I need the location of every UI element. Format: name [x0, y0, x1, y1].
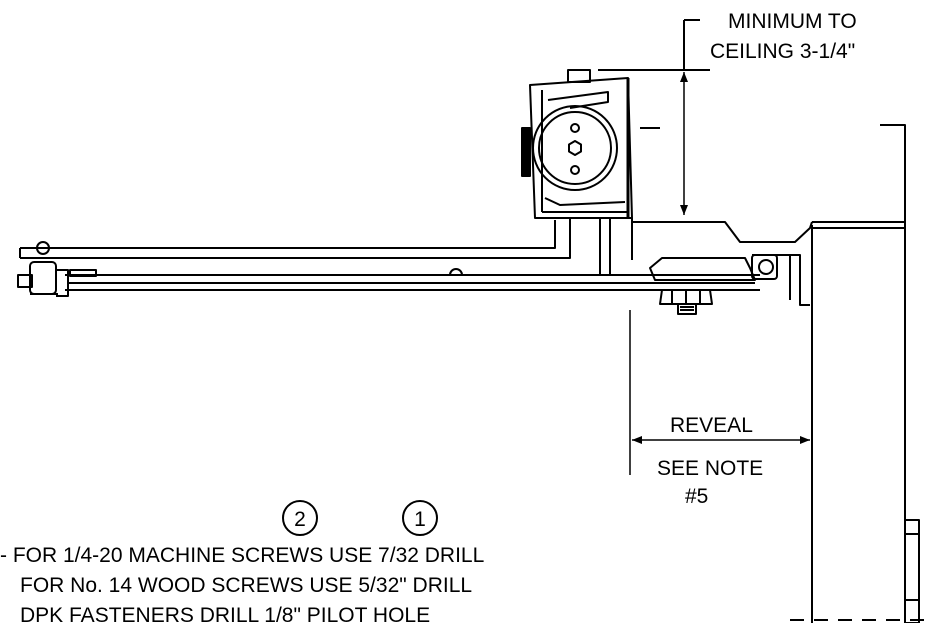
note-machine-screws: - FOR 1/4-20 MACHINE SCREWS USE 7/32 DRI… [0, 544, 484, 567]
callout-circle-1 [402, 500, 438, 536]
see-note-label: SEE NOTE [657, 457, 763, 480]
note-wood-screws: FOR No. 14 WOOD SCREWS USE 5/32" DRILL [20, 574, 472, 597]
main-arm [19, 218, 611, 275]
ceiling-label-line1: MINIMUM TO [728, 10, 857, 33]
note-dpk-fasteners: DPK FASTENERS DRILL 1/8" PILOT HOLE [20, 604, 430, 623]
elbow-joint [17, 241, 69, 297]
mounting-bracket [631, 124, 906, 260]
callout-number-1: 1 [414, 508, 426, 531]
forearm [65, 268, 760, 291]
note-number-label: #5 [685, 485, 708, 508]
door-edge [811, 222, 920, 623]
callout-number-2: 2 [294, 508, 306, 531]
reveal-label: REVEAL [670, 414, 753, 437]
ceiling-dimension [598, 19, 710, 215]
parallel-arm-shoe [649, 254, 810, 306]
nut-and-stud [659, 289, 713, 315]
callout-circle-2 [282, 500, 318, 536]
ceiling-label-line2: CEILING 3-1/4" [710, 40, 855, 63]
spring-adjust-dial [532, 105, 618, 191]
reveal-dimension [629, 236, 810, 475]
